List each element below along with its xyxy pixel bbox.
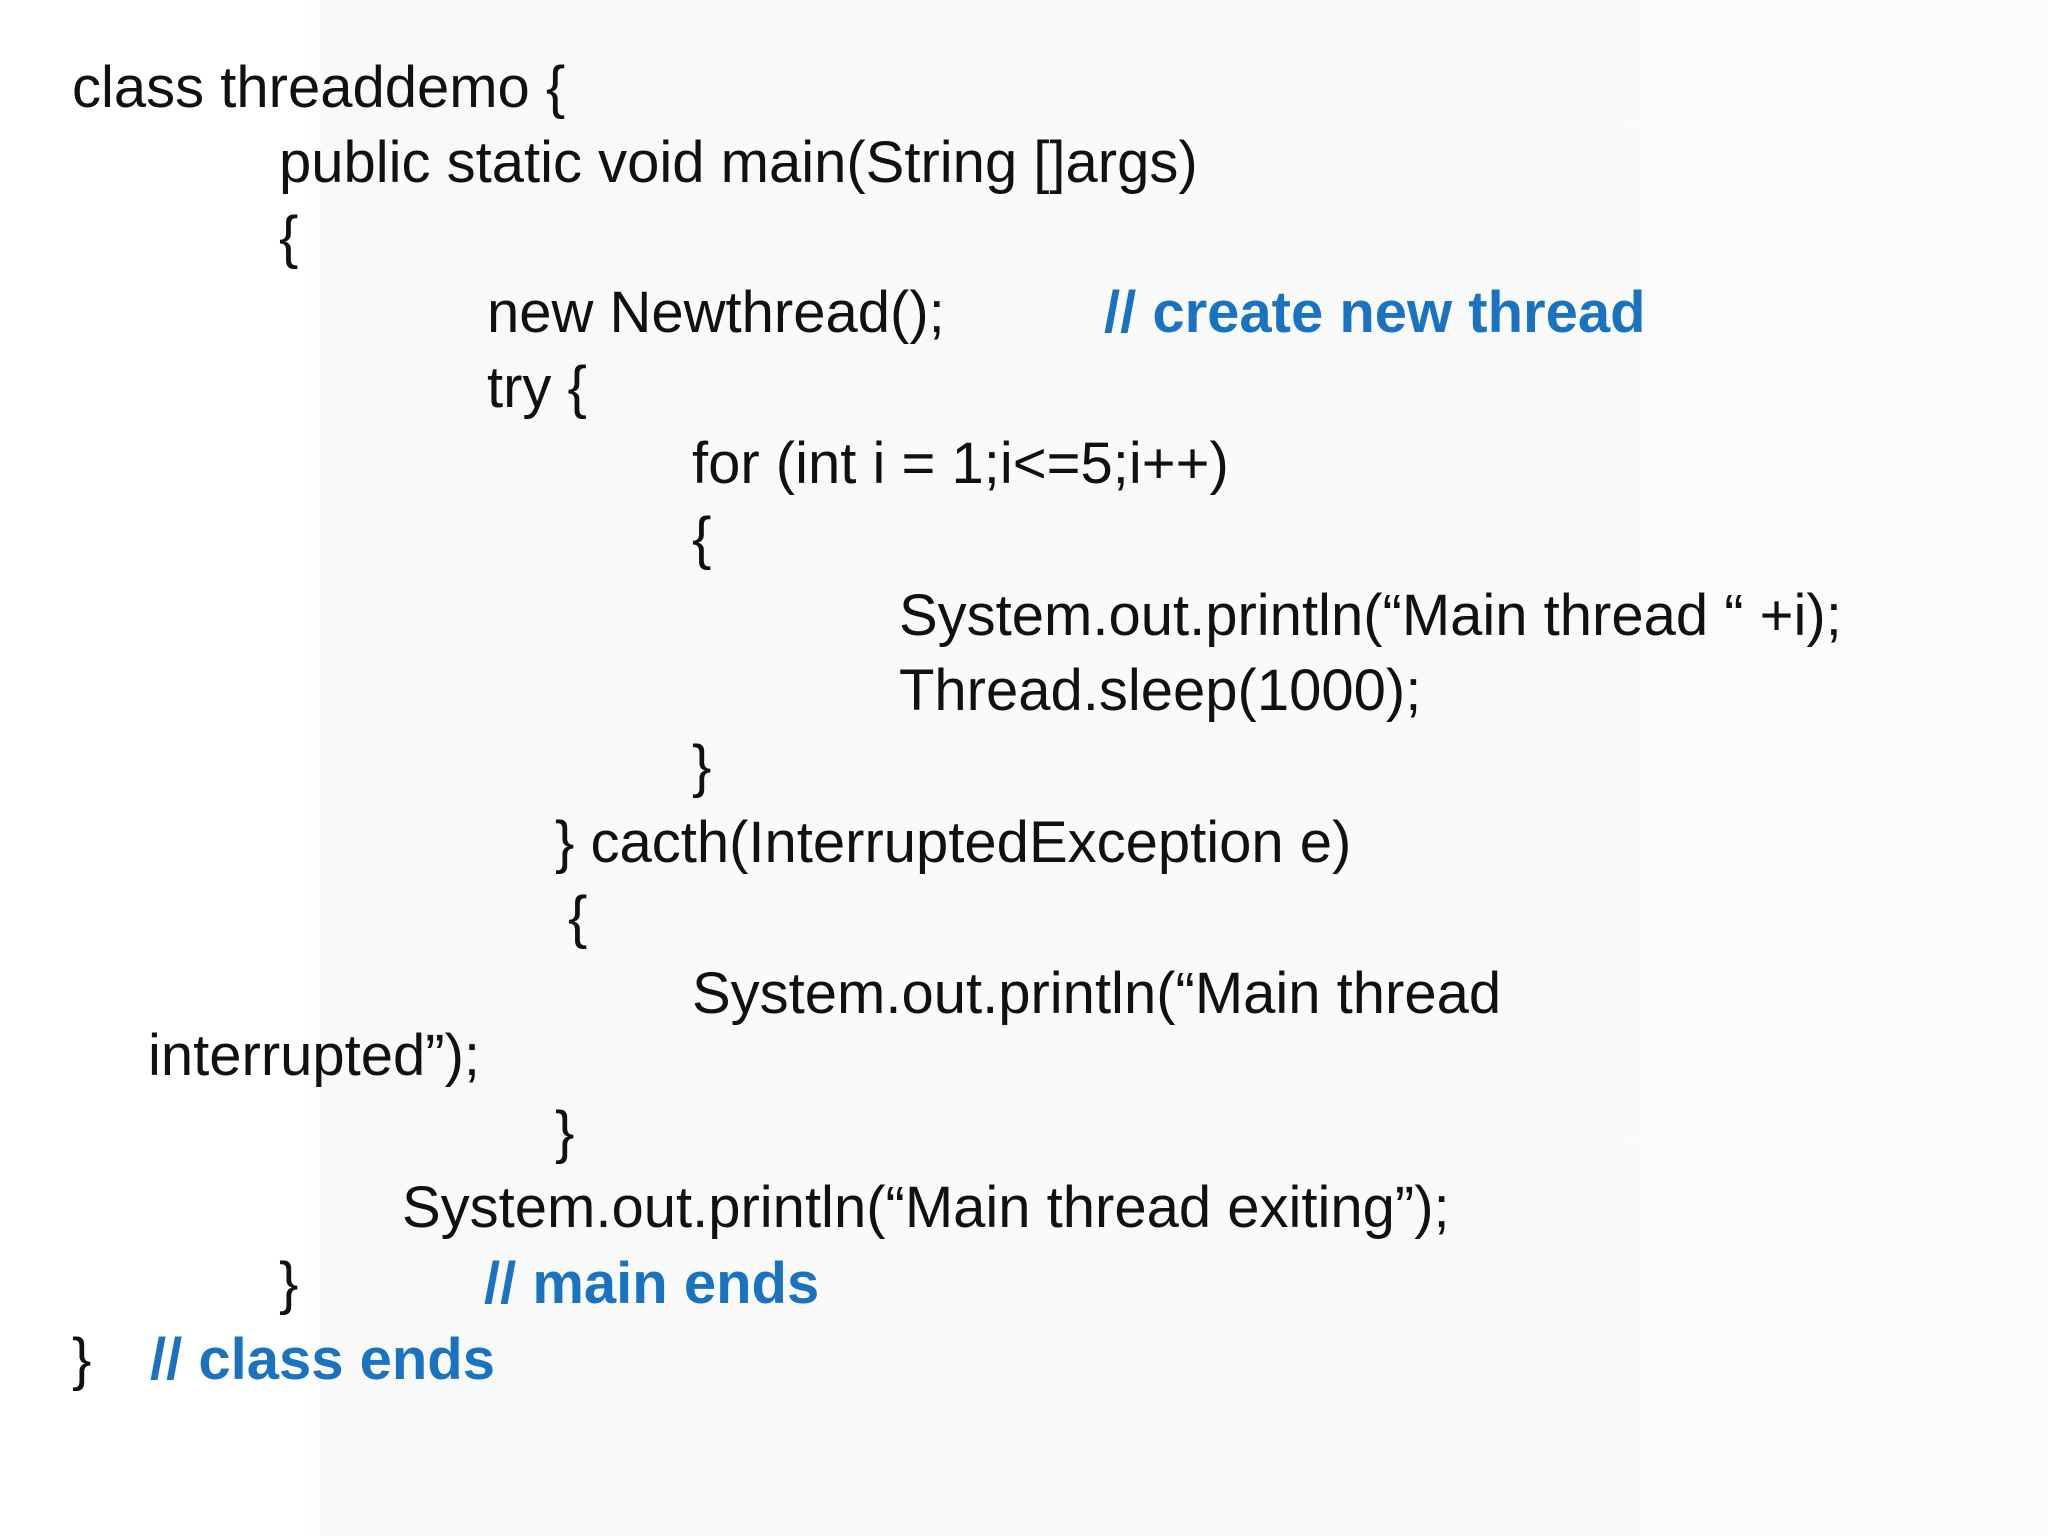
code-line-for-open-brace: { (692, 506, 712, 571)
comment-class-ends: // class ends (150, 1327, 495, 1392)
code-line-class-decl: class threaddemo { (72, 55, 566, 120)
code-line-for-close-brace: } (692, 734, 712, 799)
code-line-print-main-thread: System.out.println(“Main thread “ +i); (899, 583, 1842, 648)
code-line-catch-open-brace: { (568, 885, 588, 950)
code-line-main-signature: public static void main(String []args) (279, 130, 1198, 195)
code-line-class-close-brace: } (72, 1327, 92, 1392)
code-line-try: try { (487, 355, 587, 420)
code-line-main-open-brace: { (279, 205, 299, 270)
code-line-catch: } cacth(InterruptedException e) (555, 810, 1352, 875)
code-line-thread-sleep: Thread.sleep(1000); (899, 658, 1422, 723)
code-line-print-interrupted-part1: System.out.println(“Main thread (692, 961, 1502, 1026)
code-line-new-thread: new Newthread(); (487, 280, 945, 345)
code-line-main-close-brace: } (279, 1251, 299, 1316)
code-line-catch-close-brace: } (555, 1100, 575, 1165)
comment-main-ends: // main ends (484, 1251, 820, 1316)
code-line-for-loop: for (int i = 1;i<=5;i++) (692, 431, 1229, 496)
code-line-print-exiting: System.out.println(“Main thread exiting”… (402, 1175, 1450, 1240)
comment-create-new-thread: // create new thread (1104, 280, 1646, 345)
code-line-print-interrupted-part2: interrupted”); (148, 1023, 481, 1088)
